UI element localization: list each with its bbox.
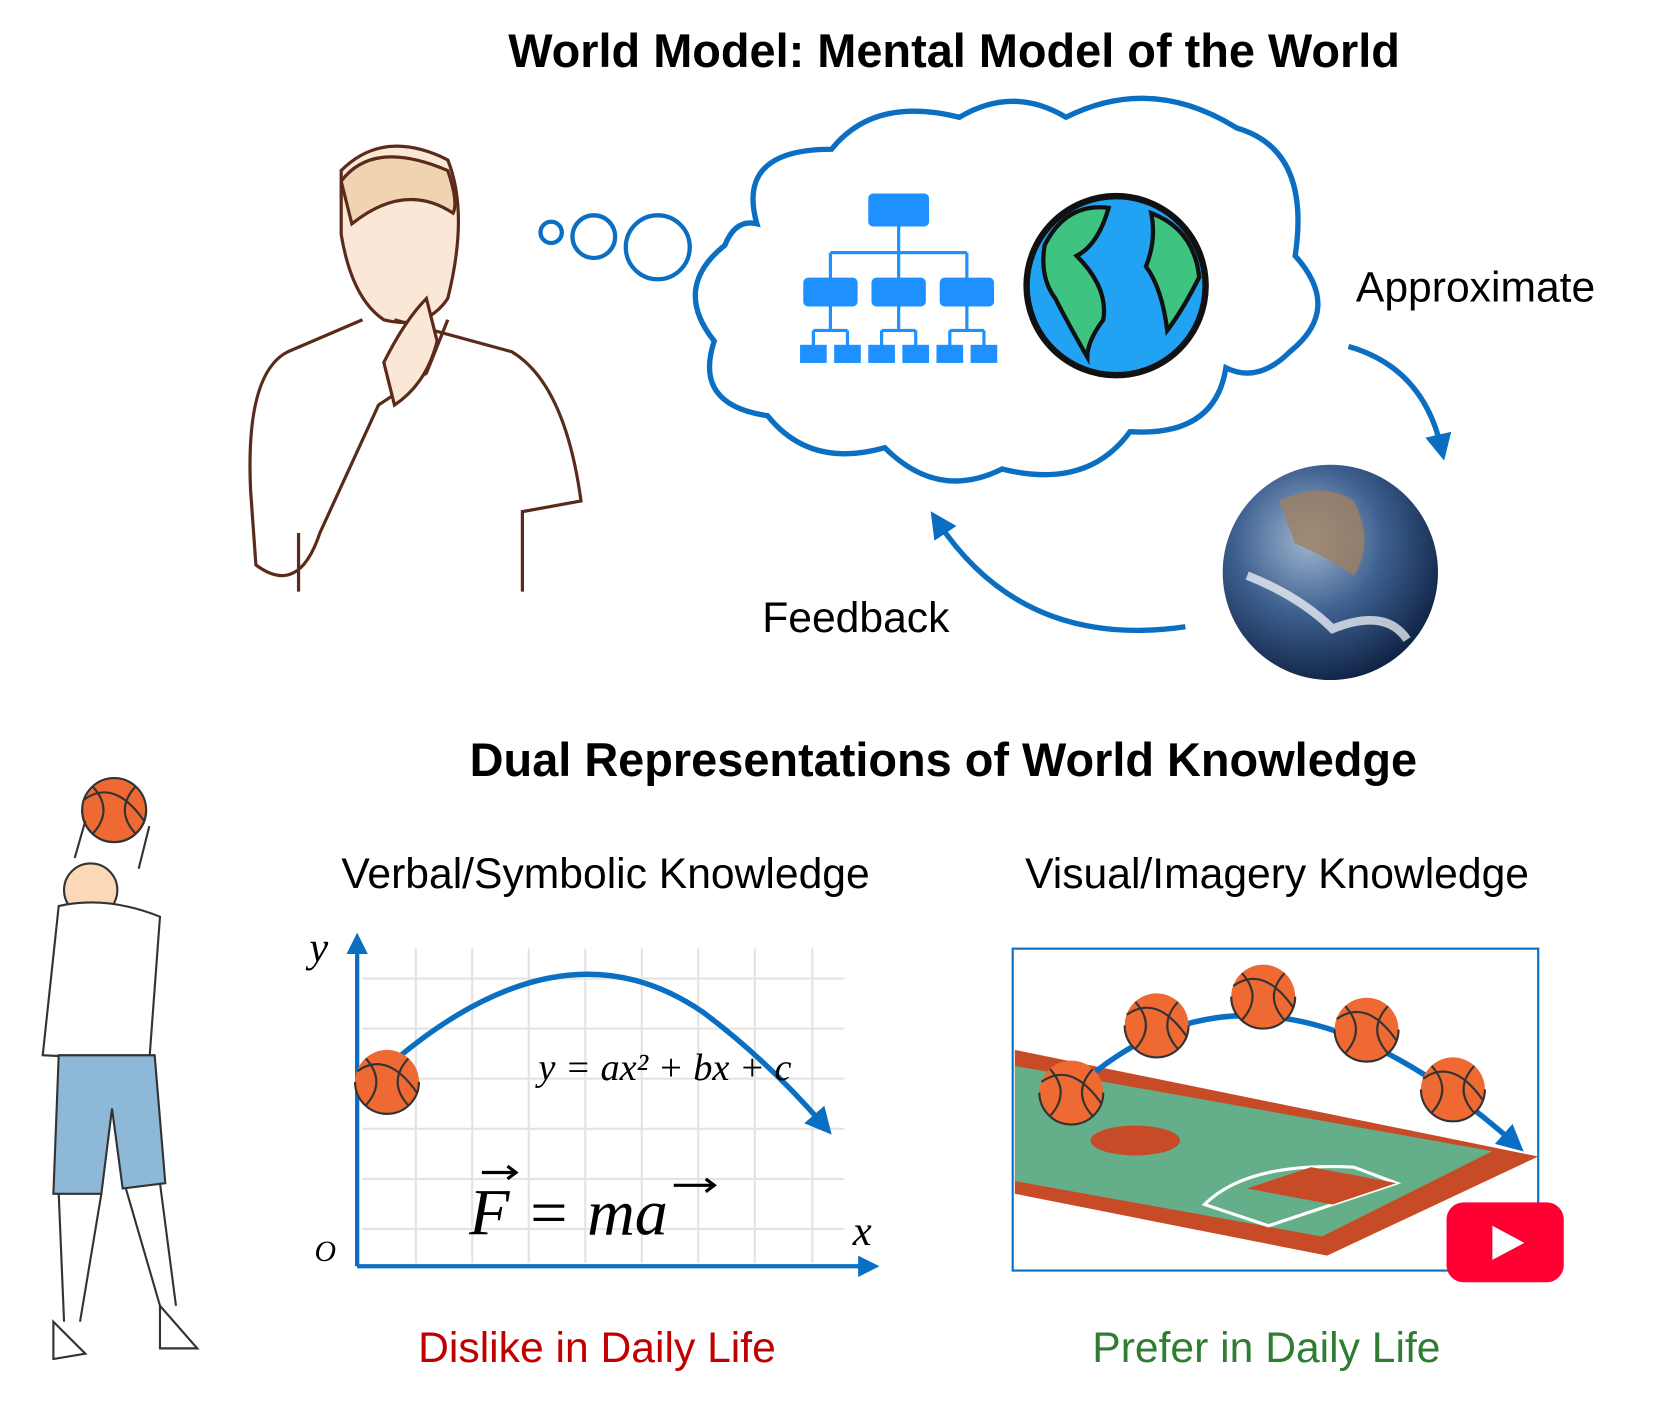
- trajectory-arrow: [392, 971, 832, 1135]
- youtube-play-icon: [1446, 1202, 1564, 1283]
- approximate-arrow: [1347, 343, 1452, 461]
- cartoon-globe-icon: [1023, 192, 1209, 379]
- origin-label: O: [315, 1235, 337, 1268]
- prefer-verdict: Prefer in Daily Life: [1092, 1324, 1440, 1372]
- main-title: World Model: Mental Model of the World: [508, 25, 1400, 77]
- parabola-equation: y = ax² + bx + c: [534, 1047, 791, 1089]
- verbal-heading: Verbal/Symbolic Knowledge: [341, 850, 869, 898]
- newton-equation: F = ma: [468, 1176, 668, 1249]
- thought-cloud: [692, 95, 1321, 484]
- ball-frame-2: [1123, 992, 1190, 1059]
- x-axis-label: x: [852, 1208, 872, 1255]
- hierarchy-icon: [800, 193, 998, 363]
- feedback-arrow: [930, 511, 1186, 634]
- ball-frame-5: [1419, 1056, 1486, 1123]
- thinking-person-illustration: [248, 144, 583, 592]
- basketball-icon: [353, 1048, 421, 1115]
- earth-photo: [1222, 464, 1439, 681]
- feedback-label: Feedback: [762, 594, 950, 642]
- vector-arrows: [481, 1164, 717, 1193]
- basketball-court: [1014, 1049, 1539, 1256]
- dislike-verdict: Dislike in Daily Life: [418, 1324, 776, 1372]
- ball-frame-4: [1333, 996, 1400, 1063]
- y-axis-label: y: [305, 924, 328, 971]
- thought-bubbles: [538, 213, 692, 282]
- ball-frame-3: [1230, 963, 1297, 1030]
- ball-frame-1: [1038, 1059, 1105, 1126]
- approximate-label: Approximate: [1356, 264, 1595, 312]
- basketball-player-illustration: [41, 777, 200, 1361]
- section-title: Dual Representations of World Knowledge: [470, 734, 1417, 786]
- visual-heading: Visual/Imagery Knowledge: [1025, 850, 1529, 898]
